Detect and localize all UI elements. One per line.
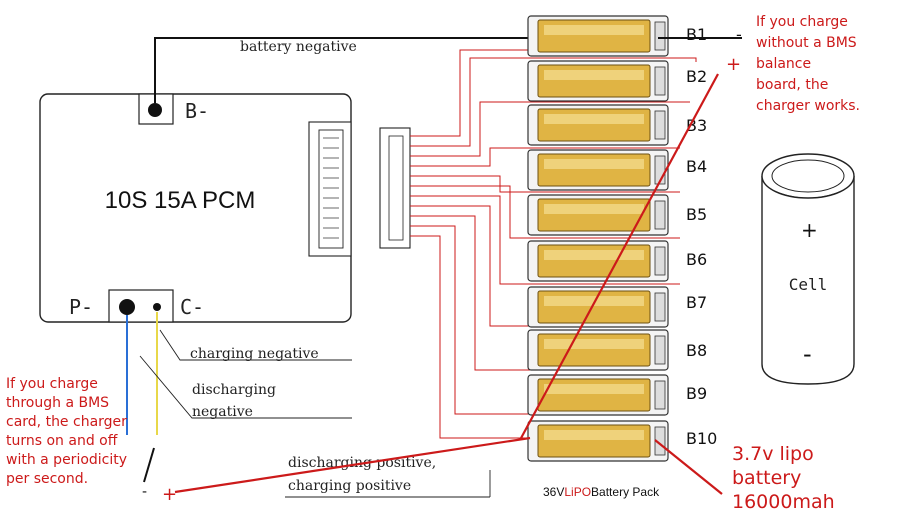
charger-negative-wire-bms xyxy=(143,447,155,483)
charger-positive-wire-direct xyxy=(519,73,719,441)
bms-charger-minus: - xyxy=(142,484,147,500)
b-minus-label: B- xyxy=(185,99,209,123)
direct-charger-plus: + xyxy=(726,54,741,75)
battery-negative-label: battery negative xyxy=(240,39,357,55)
c-minus-screw-icon xyxy=(153,303,161,311)
note-direct-line-5: charger works. xyxy=(756,98,860,114)
battery-cell-b5 xyxy=(527,194,669,236)
lipo-note-arrow xyxy=(654,439,723,495)
cell-label-b7: B7 xyxy=(686,293,707,312)
note-bms-line-5: with a periodicity xyxy=(6,452,127,468)
note-direct-line-3: balance xyxy=(756,56,811,72)
cell-label-b5: B5 xyxy=(686,205,707,224)
charging-positive-label: charging positive xyxy=(288,478,411,494)
note-direct-line-2: without a BMS xyxy=(756,35,857,51)
pcm-title: 10S 15A PCM xyxy=(105,187,256,214)
note-lipo-line-3: 16000mah xyxy=(732,491,835,513)
note-lipo-line-1: 3.7v lipo xyxy=(732,443,814,465)
discharging-negative-label-line2: negative xyxy=(192,404,253,420)
note-bms-line-4: turns on and off xyxy=(6,433,118,449)
discharging-negative-label-line1: discharging xyxy=(192,382,276,398)
battery-cell-b1 xyxy=(527,15,669,57)
battery-cell-b4 xyxy=(527,149,669,191)
balance-plug xyxy=(379,127,411,249)
battery-cell-b10 xyxy=(527,420,669,462)
note-bms-line-2: through a BMS xyxy=(6,395,109,411)
note-direct-line-1: If you charge xyxy=(756,14,848,30)
cell-minus-symbol: - xyxy=(803,340,812,368)
bms-charger-plus: + xyxy=(162,484,177,505)
note-direct-line-4: board, the xyxy=(756,77,828,93)
note-lipo-line-2: battery xyxy=(732,467,801,489)
cell-label-b4: B4 xyxy=(686,157,707,176)
p-minus-screw-icon xyxy=(119,299,135,315)
cell-label-b1: B1 xyxy=(686,25,707,44)
battery-cell-b6 xyxy=(527,240,669,282)
p-c-terminal-block xyxy=(108,289,174,323)
cell-label-b8: B8 xyxy=(686,341,707,360)
battery-cell-b9 xyxy=(527,374,669,416)
board-balance-connector xyxy=(308,121,352,257)
cell-label-b10: B10 xyxy=(686,429,717,448)
direct-charger-minus: - xyxy=(736,25,742,44)
p-minus-label: P- xyxy=(69,295,93,319)
c-minus-label: C- xyxy=(180,295,204,319)
battery-cell-b8 xyxy=(527,329,669,371)
cylinder-cell-icon: + Cell - xyxy=(761,153,855,385)
note-bms-line-3: card, the charger xyxy=(6,414,127,430)
charging-negative-label: charging negative xyxy=(190,346,319,362)
battery-cell-b3 xyxy=(527,104,669,146)
cell-label-b6: B6 xyxy=(686,250,707,269)
battery-cell-b2 xyxy=(527,60,669,102)
charger-positive-wire-bms xyxy=(174,436,531,494)
note-direct-charge: If you charge without a BMS balance board, … xyxy=(756,14,860,114)
cell-plus-symbol: + xyxy=(801,218,818,242)
battery-cell-b7 xyxy=(527,286,669,328)
b-minus-screw-icon xyxy=(148,103,162,117)
battery-pack-cells xyxy=(527,15,669,462)
note-bms-line-1: If you charge xyxy=(6,376,98,392)
battery-pack-label: 36VLiPOBattery Pack xyxy=(543,485,660,499)
battery-negative-wire xyxy=(154,37,610,103)
note-bms-charge: If you charge through a BMS card, the char… xyxy=(6,376,127,487)
cell-label-b9: B9 xyxy=(686,384,707,403)
cell-label-b3: B3 xyxy=(686,116,707,135)
cell-label-b2: B2 xyxy=(686,67,707,86)
cell-label: Cell xyxy=(789,275,828,294)
note-bms-line-6: per second. xyxy=(6,471,88,487)
leader-lines xyxy=(139,329,491,498)
